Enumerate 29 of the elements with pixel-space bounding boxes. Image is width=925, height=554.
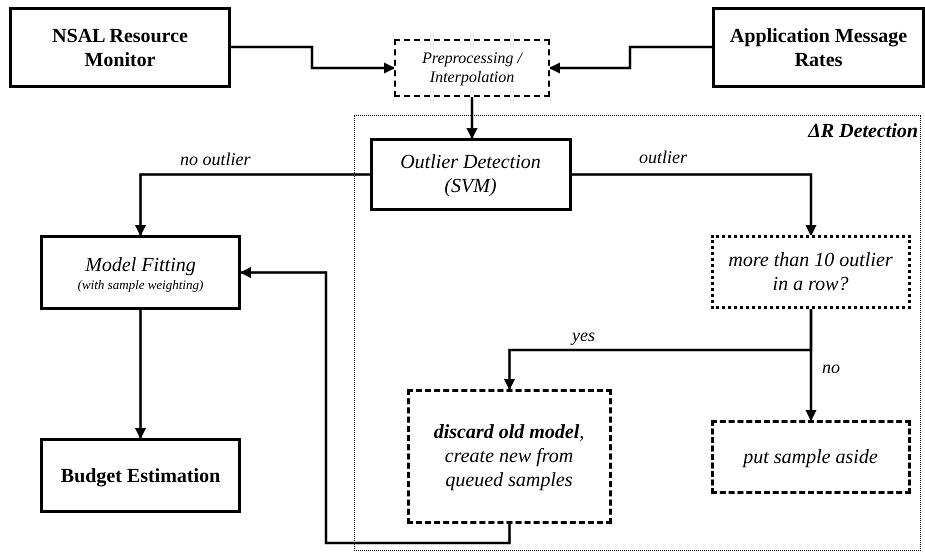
node-subtext: (with sample weighting): [76, 276, 204, 292]
arrow: [231, 46, 396, 74]
process-box: [40, 235, 241, 310]
node-text: Application Message Rates: [728, 24, 908, 72]
process-box: [710, 420, 910, 494]
node-text: NSAL Resource Monitor: [51, 24, 189, 72]
arrow: [134, 173, 370, 236]
process-box: [370, 138, 572, 210]
arrow: [134, 310, 146, 440]
node-text: put sample aside: [741, 444, 879, 468]
group-heading: ΔR Detection: [808, 119, 918, 143]
process-box: [9, 7, 231, 88]
process-box: [394, 39, 550, 97]
node-text: Budget Estimation: [60, 464, 222, 488]
node-text: Model Fitting: [84, 252, 197, 277]
process-box: [712, 7, 925, 88]
arrow: [466, 97, 478, 140]
process-box: [40, 438, 241, 513]
arrow: [805, 309, 817, 422]
node-text: more than 10 outlier in a row?: [727, 248, 894, 296]
node-text: Preprocessing / Interpolation: [421, 48, 524, 88]
arrow: [240, 266, 511, 544]
arrow: [572, 173, 817, 236]
node-text: discard old model, create new from queued samples: [432, 420, 586, 492]
decision-box: [710, 234, 910, 308]
node-text: Outlier Detection (SVM): [399, 150, 542, 198]
arrow: [548, 46, 712, 74]
process-box: [406, 388, 612, 524]
group-region: [354, 115, 921, 551]
